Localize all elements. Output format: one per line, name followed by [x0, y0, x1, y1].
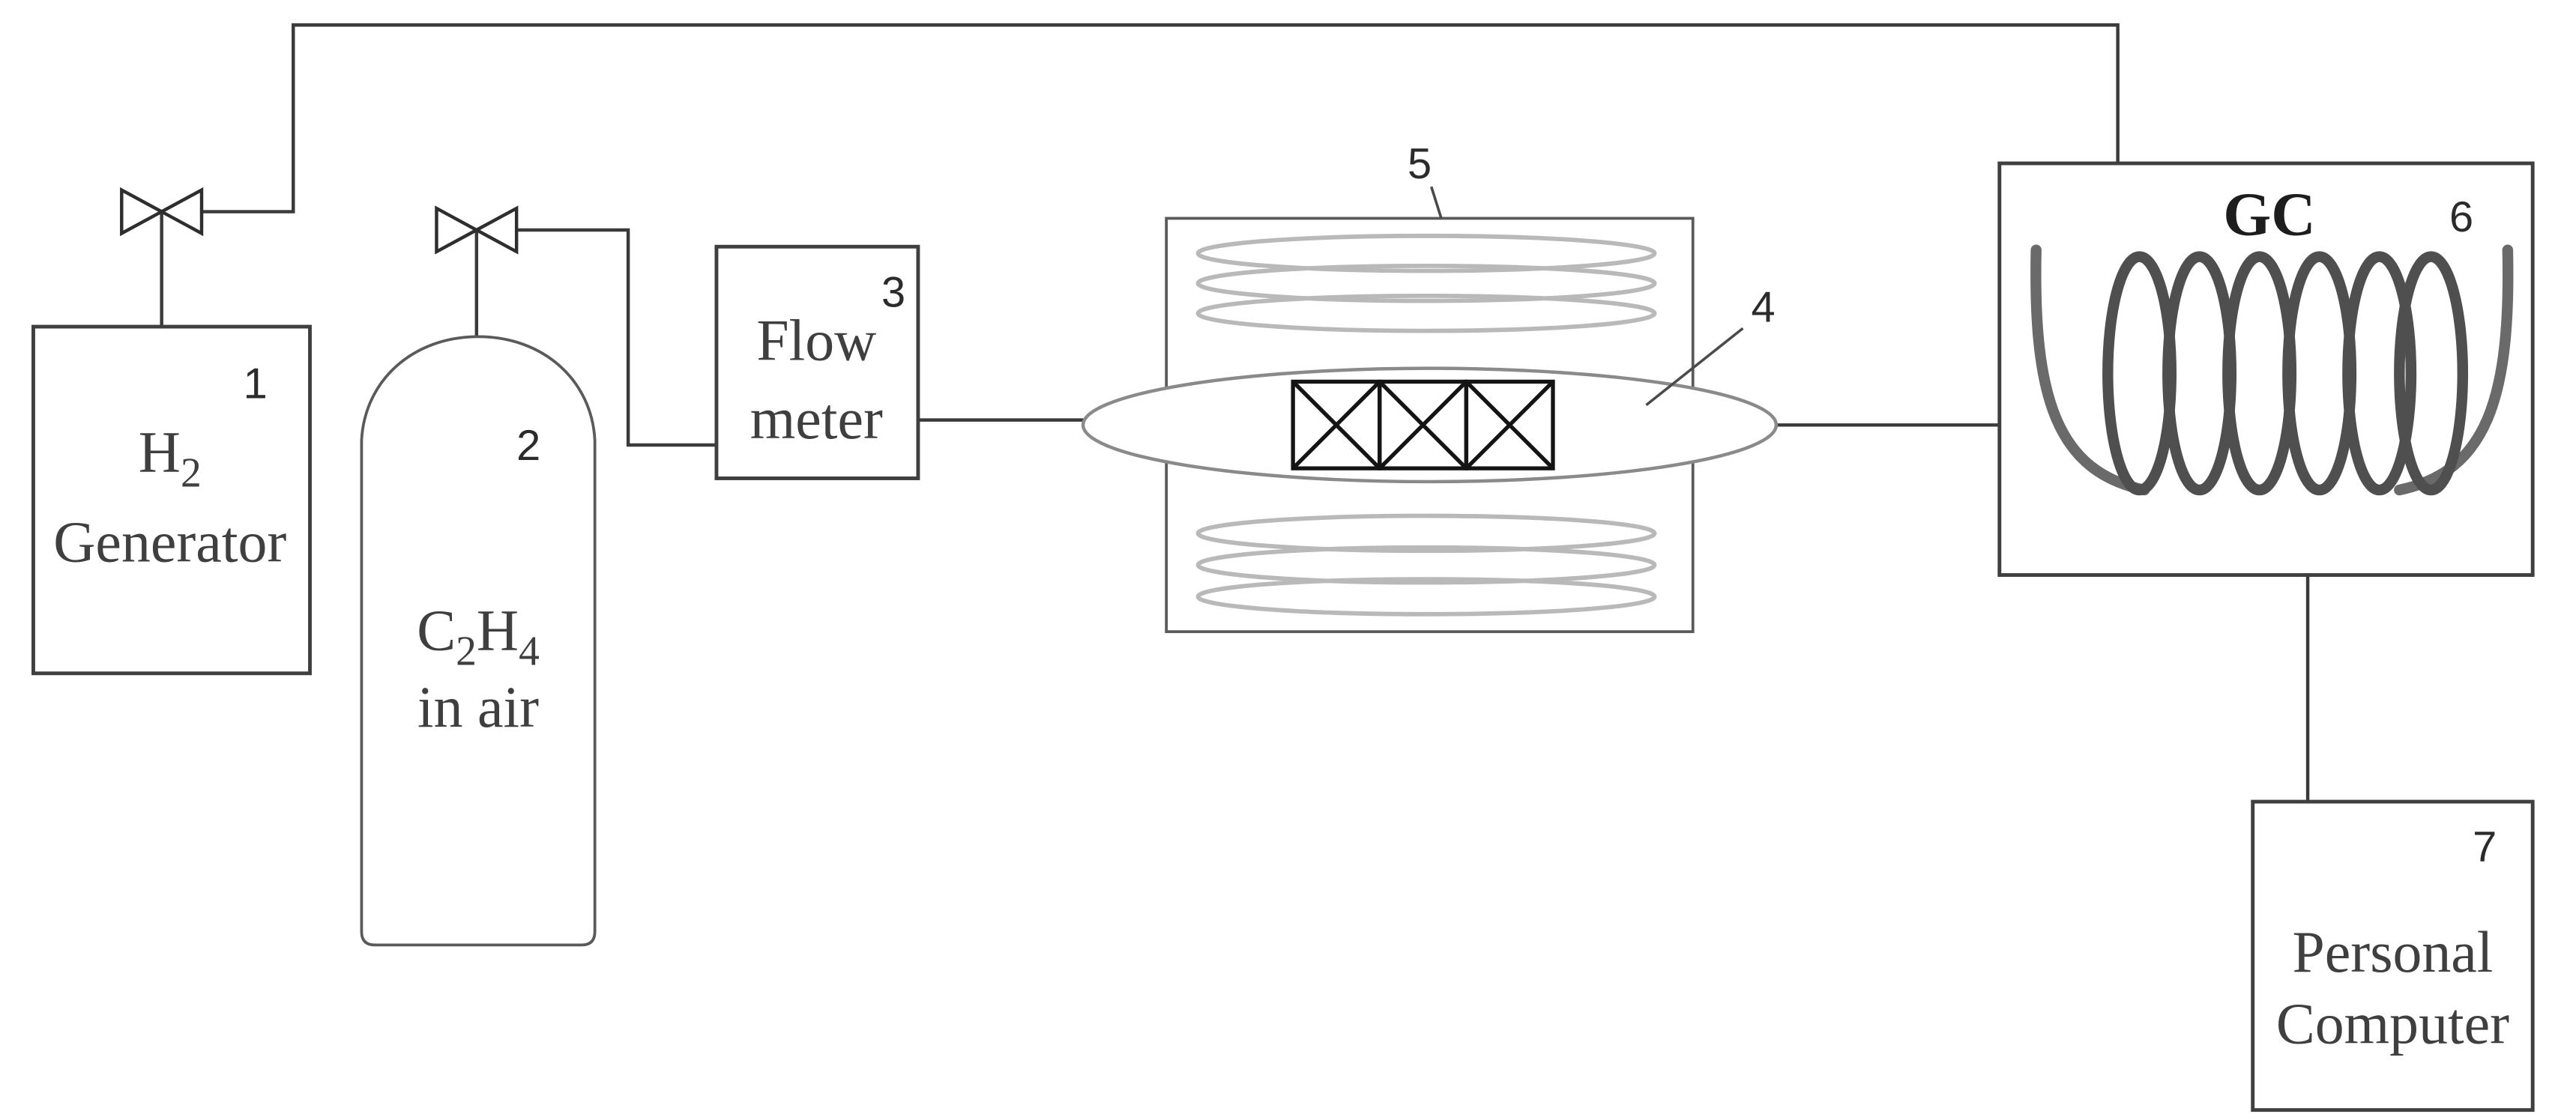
reactor-leader-line	[1645, 327, 1744, 406]
cylinder-valve-icon	[435, 205, 519, 255]
gas-chromatograph: GC 6	[1997, 161, 2535, 577]
gc-label: GC	[2223, 181, 2315, 249]
pc-box	[2251, 799, 2535, 1113]
flow-meter: 3 Flow meter	[714, 244, 920, 480]
gas-cylinder: 2 C2H4 in air	[360, 205, 597, 947]
pipe-cylinder-to-flowmeter	[516, 228, 717, 447]
gas-cylinder-shape	[360, 335, 597, 947]
component-number-6: 6	[2449, 193, 2473, 241]
h2-valve-icon	[120, 187, 204, 237]
component-number-2: 2	[516, 422, 540, 470]
gc-box	[1997, 161, 2535, 577]
furnace-leader-line	[1429, 186, 1443, 219]
gc-column-coil-icon	[2030, 244, 2514, 496]
h2-generator: 1 H2 Generator	[31, 187, 312, 676]
gas-cylinder-formula: C2H4	[417, 599, 540, 675]
component-number-1: 1	[244, 360, 268, 408]
flow-meter-box	[714, 244, 920, 480]
heating-coil-bottom-icon	[1195, 513, 1657, 617]
pc-label-line1: Personal	[2292, 920, 2493, 984]
reactor: 4	[1081, 283, 1779, 484]
gas-cylinder-label: in air	[417, 675, 539, 739]
h2-generator-label: Generator	[53, 510, 286, 575]
heating-coil-top-icon	[1195, 233, 1657, 333]
component-number-4: 4	[1752, 283, 1776, 331]
pc-label-line2: Computer	[2276, 992, 2509, 1056]
component-number-5: 5	[1408, 140, 1432, 188]
flow-meter-label-line1: Flow	[756, 309, 876, 373]
component-number-7: 7	[2473, 823, 2497, 871]
pipe-h2-to-gc	[202, 23, 2120, 214]
h2-generator-box	[31, 324, 312, 676]
personal-computer: 7 Personal Computer	[2251, 799, 2535, 1113]
h2-generator-formula: H2	[139, 420, 202, 497]
component-number-3: 3	[881, 268, 905, 316]
catalyst-bed-icon	[1291, 379, 1555, 470]
reactor-tube	[1081, 366, 1779, 484]
flow-meter-label-line2: meter	[750, 387, 883, 451]
